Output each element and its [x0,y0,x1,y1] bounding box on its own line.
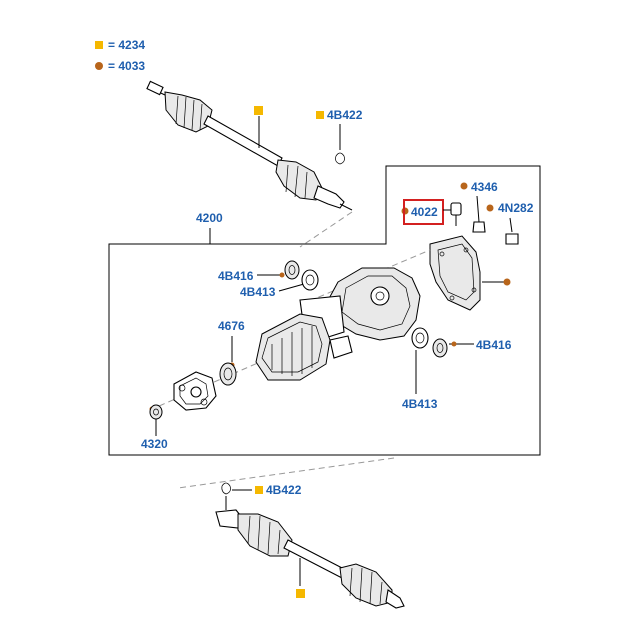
legend-circle-marker [95,62,103,70]
label-vent-4022: 4022 [411,205,438,219]
legend: = 4234 = 4033 [95,38,145,73]
lower-4b422-square-marker [255,486,263,494]
label-4320: 4320 [141,437,168,451]
upper-4b422-square-marker [316,111,324,119]
label-left-4b416: 4B416 [218,269,254,283]
label-assembly-4200: 4200 [196,211,223,225]
nut-4320 [149,404,163,420]
callout-4320: 4320 [141,404,168,451]
upper-shaft-square-marker [254,106,263,115]
lower-circlip [221,482,231,495]
callout-4022: 4022 [401,199,462,226]
label-lower-4b422: 4B422 [266,483,302,497]
differential-housing [255,267,421,381]
legend-label-4033: = 4033 [108,59,145,73]
lower-halfshaft: 4B422 [215,482,405,609]
pinion-flange [173,371,217,411]
assembly-frame-4200: 4200 [108,165,541,456]
label-right-4b413: 4B413 [402,397,438,411]
seal-4676-group: 4676 [218,319,245,386]
bolt-part [472,221,486,233]
left-bearing [301,269,319,291]
callout-4346: 4346 [460,180,498,233]
highlight-box [403,199,444,225]
legend-label-4234: = 4234 [108,38,145,52]
legend-square-marker [95,41,103,49]
pinion-seal [219,362,237,386]
callout-4n282: 4N282 [486,201,534,245]
left-seal [284,260,300,280]
right-bearing [411,327,429,349]
cover-circle-marker [503,278,511,286]
label-upper-4b422: 4B422 [327,108,363,122]
vent-part [450,202,462,216]
plug-part [505,233,519,245]
left-seal-bearing: 4B416 4B413 [218,260,319,299]
label-right-4b416: 4B416 [476,338,512,352]
right-seal [432,338,448,358]
label-4346: 4346 [471,180,498,194]
lower-shaft-square-marker [296,589,305,598]
label-left-4b413: 4B413 [240,285,276,299]
label-4n282: 4N282 [498,201,534,215]
label-seal-4676: 4676 [218,319,245,333]
differential-cover [429,235,511,311]
upper-halfshaft: 4B422 [146,80,363,211]
upper-circlip [335,152,345,165]
right-seal-bearing: 4B416 4B413 [402,327,512,411]
